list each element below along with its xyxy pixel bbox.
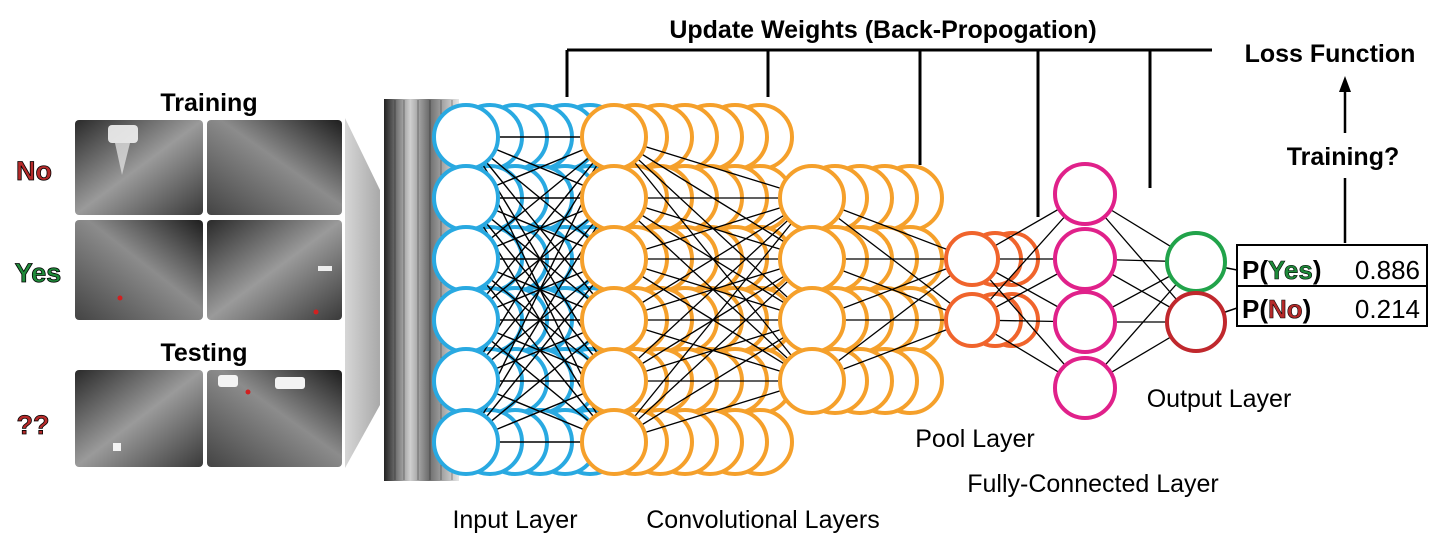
conv-neuron bbox=[580, 103, 648, 171]
image-funnel bbox=[345, 118, 380, 468]
backprop-label: Update Weights (Back-Propogation) bbox=[669, 16, 1096, 44]
connection-line bbox=[613, 197, 813, 443]
connection-line bbox=[613, 197, 813, 382]
conv-neuron bbox=[778, 225, 846, 293]
label-unknown: ?? bbox=[17, 410, 50, 440]
arrow-up-icon bbox=[1339, 76, 1351, 92]
xray-image bbox=[207, 120, 342, 215]
xray-image bbox=[207, 370, 342, 467]
loss-function-label: Loss Function bbox=[1245, 40, 1416, 68]
input-neuron bbox=[432, 103, 500, 171]
input-neuron bbox=[432, 347, 500, 415]
output-neuron-no bbox=[1165, 291, 1227, 353]
connection-line bbox=[613, 380, 813, 443]
pool-neuron bbox=[944, 231, 1000, 287]
fc-neuron bbox=[1053, 290, 1117, 354]
input-neuron bbox=[432, 164, 500, 232]
output-layer-label: Output Layer bbox=[1147, 385, 1292, 413]
conv-neuron bbox=[778, 286, 846, 354]
xray-image bbox=[75, 370, 203, 467]
connection-line bbox=[613, 197, 813, 321]
fc-neuron bbox=[1053, 162, 1117, 226]
conv-neuron bbox=[580, 225, 648, 293]
pool-neuron bbox=[944, 292, 1000, 348]
output-probability-box: P(Yes) 0.886 P(No) 0.214 bbox=[1236, 244, 1428, 327]
xray-image bbox=[75, 120, 203, 215]
training-images bbox=[75, 120, 342, 320]
input-neuron bbox=[432, 286, 500, 354]
training-title: Training bbox=[160, 89, 257, 117]
conv-neuron bbox=[580, 164, 648, 232]
network-neurons bbox=[456, 103, 1040, 476]
training-question-label: Training? bbox=[1287, 143, 1400, 171]
label-yes: Yes bbox=[15, 258, 62, 288]
connection-line bbox=[465, 136, 615, 321]
conv-neuron bbox=[580, 408, 648, 476]
connection-line bbox=[613, 136, 813, 199]
fc-neuron bbox=[1053, 227, 1117, 291]
pool-layer-label: Pool Layer bbox=[915, 425, 1035, 453]
connection-line bbox=[613, 197, 813, 260]
testing-images bbox=[75, 370, 342, 467]
connection-line bbox=[613, 319, 813, 443]
xray-image bbox=[207, 220, 342, 320]
prob-yes-value: 0.886 bbox=[1355, 255, 1420, 285]
fc-layer-label: Fully-Connected Layer bbox=[967, 470, 1219, 498]
prob-no-value: 0.214 bbox=[1355, 294, 1420, 324]
conv-neuron bbox=[580, 347, 648, 415]
conv-neuron bbox=[778, 347, 846, 415]
backprop-bracket bbox=[565, 48, 1212, 217]
prob-no-row: P(No) bbox=[1242, 294, 1311, 324]
front-neurons bbox=[432, 103, 1227, 476]
connection-line bbox=[613, 258, 813, 443]
fc-neuron bbox=[1053, 356, 1117, 420]
conv-neuron bbox=[580, 286, 648, 354]
input-neuron bbox=[432, 408, 500, 476]
xray-image bbox=[75, 220, 203, 320]
input-neuron bbox=[432, 225, 500, 293]
output-neuron-yes bbox=[1165, 231, 1227, 293]
connection-line bbox=[465, 258, 615, 443]
conv-neuron bbox=[778, 164, 846, 232]
input-layer-label: Input Layer bbox=[452, 506, 577, 534]
conv-layers-label: Convolutional Layers bbox=[646, 506, 879, 534]
label-no: No bbox=[16, 156, 52, 186]
testing-title: Testing bbox=[160, 339, 247, 367]
prob-yes-row: P(Yes) bbox=[1242, 255, 1322, 285]
